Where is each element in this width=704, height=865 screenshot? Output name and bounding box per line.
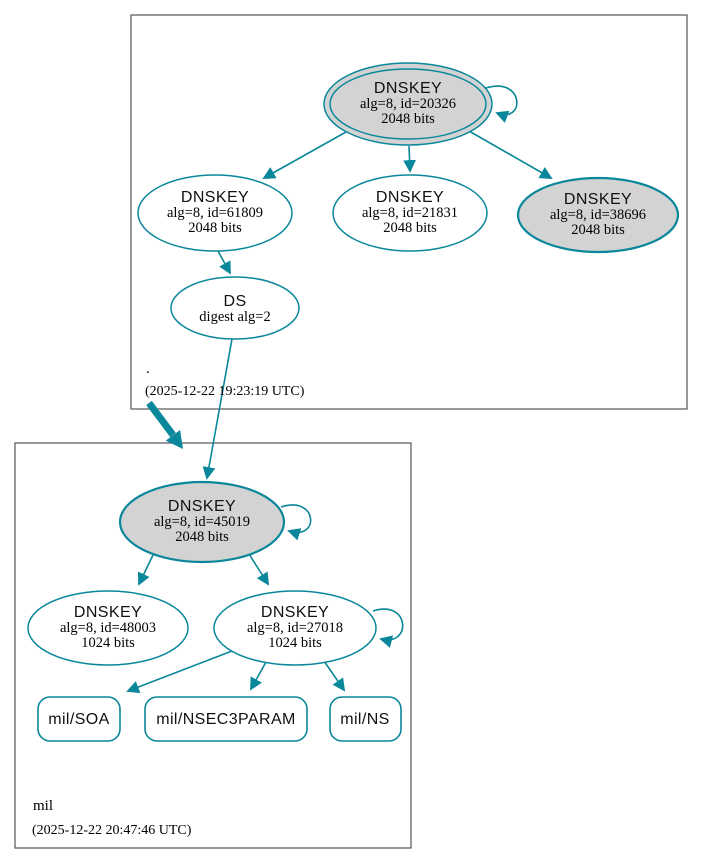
dnskey-45019-type: DNSKEY — [168, 498, 236, 515]
node-dnskey-48003[interactable]: DNSKEY alg=8, id=48003 1024 bits — [27, 590, 189, 666]
dnskey-61809-ellipse — [137, 174, 293, 252]
edge-root-ksk-selfsign — [485, 85, 518, 123]
dnskey-48003-ellipse — [27, 590, 189, 666]
edge-mil-ksk-selfsign — [280, 504, 312, 541]
dnskey-20326-outer-ellipse — [323, 62, 493, 146]
zone-box-root — [130, 14, 688, 410]
rrset-nsec3param-box — [144, 696, 308, 742]
dnskey-48003-detail: alg=8, id=48003 — [60, 620, 156, 636]
ds-type: DS — [223, 293, 246, 310]
dnskey-21831-ellipse — [332, 174, 488, 252]
node-dnskey-20326[interactable]: DNSKEY alg=8, id=20326 2048 bits — [323, 62, 493, 146]
zone-label-mil: mil — [33, 798, 53, 814]
edge-ds-to-mil-ksk — [202, 338, 233, 480]
rrset-ns-label: mil/NS — [340, 711, 390, 728]
node-dnskey-38696[interactable]: DNSKEY alg=8, id=38696 2048 bits — [516, 176, 680, 254]
dnskey-27018-ellipse — [213, 590, 377, 666]
rrset-soa-label: mil/SOA — [48, 711, 109, 728]
node-dnskey-27018[interactable]: DNSKEY alg=8, id=27018 1024 bits — [213, 590, 377, 666]
node-dnskey-21831[interactable]: DNSKEY alg=8, id=21831 2048 bits — [332, 174, 488, 252]
ds-ellipse — [170, 276, 300, 340]
dnskey-45019-detail: alg=8, id=45019 — [154, 514, 250, 530]
edge-zsk-61809-to-ds — [217, 250, 231, 275]
dnskey-38696-size: 2048 bits — [571, 222, 625, 238]
dnskey-21831-type: DNSKEY — [376, 189, 444, 206]
dnskey-21831-detail: alg=8, id=21831 — [362, 205, 458, 221]
dnskey-27018-type: DNSKEY — [261, 604, 329, 621]
edge-delegation-arrowhead — [165, 430, 183, 449]
edge-zsk-27018-to-nsec3param — [250, 661, 267, 691]
zone-timestamp-mil: (2025-12-22 20:47:46 UTC) — [32, 823, 192, 838]
dnskey-48003-size: 1024 bits — [81, 635, 135, 651]
dnskey-38696-type: DNSKEY — [564, 191, 632, 208]
edge-zsk-27018-to-ns — [323, 660, 346, 692]
rrset-ns-box — [329, 696, 402, 742]
node-rrset-mil-ns[interactable]: mil/NS — [329, 696, 402, 742]
dnskey-21831-size: 2048 bits — [383, 220, 437, 236]
dnskey-20326-detail: alg=8, id=20326 — [360, 96, 456, 112]
dnskey-27018-size: 1024 bits — [268, 635, 322, 651]
dnskey-38696-detail: alg=8, id=38696 — [550, 207, 646, 223]
node-rrset-mil-soa[interactable]: mil/SOA — [37, 696, 121, 742]
edge-root-ksk-to-zsk-61809 — [262, 131, 347, 179]
node-dnskey-61809[interactable]: DNSKEY alg=8, id=61809 2048 bits — [137, 174, 293, 252]
ds-detail: digest alg=2 — [199, 309, 270, 325]
rrset-nsec3param-label: mil/NSEC3PARAM — [156, 711, 296, 728]
dnskey-20326-type: DNSKEY — [374, 80, 442, 97]
dnskey-45019-ellipse — [118, 480, 286, 564]
dnskey-48003-type: DNSKEY — [74, 604, 142, 621]
node-dnskey-45019[interactable]: DNSKEY alg=8, id=45019 2048 bits — [118, 480, 286, 564]
node-ds-root[interactable]: DS digest alg=2 — [170, 276, 300, 340]
edge-mil-ksk-to-zsk-27018 — [248, 553, 270, 586]
dnskey-45019-size: 2048 bits — [175, 529, 229, 545]
dnskey-20326-inner-ellipse — [329, 68, 487, 140]
edge-zsk-27018-to-soa — [126, 650, 233, 694]
dnskey-38696-ellipse — [516, 176, 680, 254]
edge-delegation-root-to-mil — [146, 400, 176, 438]
edge-mil-ksk-to-zsk-48003 — [137, 552, 155, 586]
edge-zsk-27018-selfsign — [372, 608, 404, 648]
zone-timestamp-root: (2025-12-22 19:23:19 UTC) — [145, 384, 305, 399]
edge-root-ksk-to-ksk-38696 — [468, 130, 553, 179]
node-rrset-mil-nsec3param[interactable]: mil/NSEC3PARAM — [144, 696, 308, 742]
edges — [126, 85, 553, 694]
dnskey-27018-detail: alg=8, id=27018 — [247, 620, 343, 636]
dnskey-61809-detail: alg=8, id=61809 — [167, 205, 263, 221]
dnskey-61809-size: 2048 bits — [188, 220, 242, 236]
dnskey-61809-type: DNSKEY — [181, 189, 249, 206]
rrset-soa-box — [37, 696, 121, 742]
edge-root-ksk-to-zsk-21831 — [403, 145, 416, 173]
zone-label-root: . — [146, 361, 150, 377]
dnskey-20326-size: 2048 bits — [381, 111, 435, 127]
